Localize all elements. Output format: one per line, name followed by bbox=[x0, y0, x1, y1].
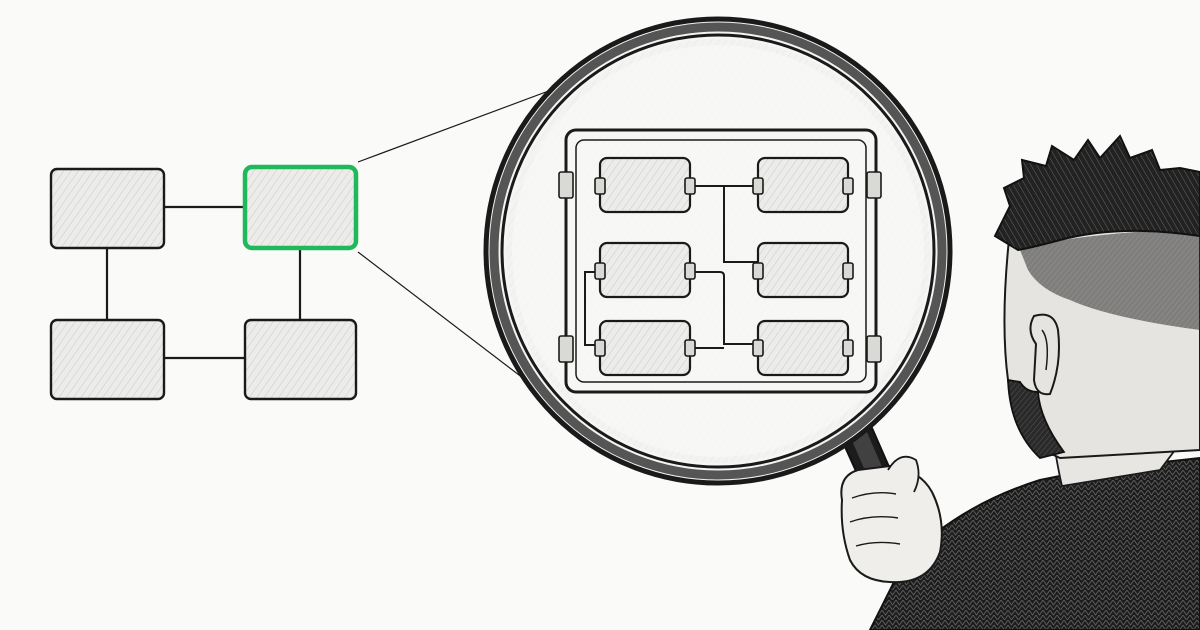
magnifying-glass-icon bbox=[483, 16, 953, 504]
zoomed-detail bbox=[558, 128, 882, 394]
hair bbox=[993, 134, 1200, 252]
module-left-2 bbox=[598, 241, 692, 299]
zoom-frame-outer bbox=[564, 128, 878, 394]
wire-2 bbox=[723, 186, 760, 263]
box-top-left bbox=[49, 167, 166, 250]
box-bottom-right bbox=[243, 318, 358, 401]
wire-3 bbox=[690, 271, 760, 345]
module-right-2 bbox=[756, 241, 850, 299]
wire-5 bbox=[584, 271, 597, 346]
hand bbox=[840, 464, 943, 584]
module-right-1 bbox=[756, 156, 850, 214]
module-left-1 bbox=[598, 156, 692, 214]
beard bbox=[1007, 378, 1066, 459]
ear bbox=[1029, 313, 1060, 396]
projection-line-top bbox=[357, 79, 579, 163]
zoom-frame-inner bbox=[575, 139, 867, 383]
person-figure bbox=[840, 134, 1200, 630]
module-left-3 bbox=[598, 319, 692, 377]
projection-line-bottom bbox=[357, 251, 537, 389]
module-right-3 bbox=[756, 319, 850, 377]
overview-diagram bbox=[49, 164, 359, 401]
box-bottom-left bbox=[49, 318, 166, 401]
ports bbox=[558, 171, 882, 363]
box-top-right-highlighted bbox=[242, 164, 359, 251]
hair-fade bbox=[1020, 228, 1200, 330]
